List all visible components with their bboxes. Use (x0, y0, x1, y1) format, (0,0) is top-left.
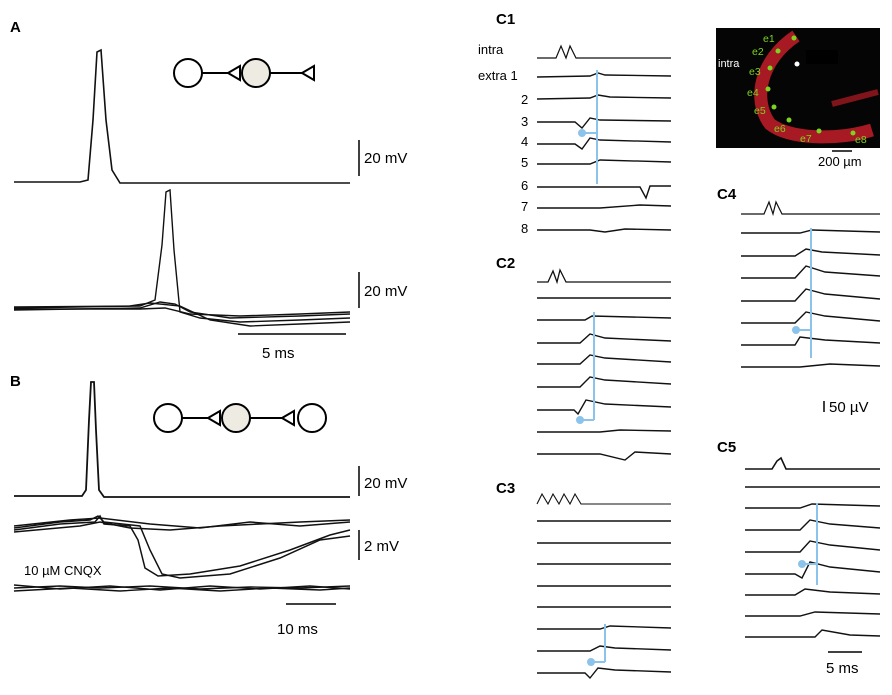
c4-intra-trace (741, 200, 880, 217)
c1-extra-traces (536, 72, 672, 233)
time-bar-a: 5 ms (238, 333, 346, 362)
row-label-3: 3 (521, 114, 528, 129)
time-label-b: 10 ms (277, 621, 318, 638)
electrode-label-e6: e6 (774, 123, 786, 135)
panel-a: A 20 mV 20 mV 5 ms (10, 19, 407, 362)
panel-c5: C5 5 ms (717, 439, 881, 677)
row-label-7: 7 (521, 199, 528, 214)
drug-label: 10 µM CNQX (24, 563, 102, 578)
c2-marker (576, 312, 595, 424)
scale-bar-a-top: 20 mV (358, 140, 407, 176)
c3-marker (587, 624, 606, 666)
electrode-label-e3: e3 (749, 66, 761, 78)
scale-label-a-top: 20 mV (364, 150, 407, 167)
row-label-8: 8 (521, 221, 528, 236)
row-label-2: 2 (521, 92, 528, 107)
scale-label-a-bottom: 20 mV (364, 283, 407, 300)
panel-c4: C4 50 µV (717, 186, 881, 416)
trace-a-presynaptic (14, 48, 350, 184)
schematic-a (173, 58, 315, 88)
row-label-intra: intra (478, 42, 504, 57)
scale-bar-a-bottom: 20 mV (358, 272, 407, 308)
electrode-label-e7: e7 (800, 133, 812, 145)
micrograph-intra-label: intra (718, 58, 740, 70)
panel-c2: C2 (496, 255, 672, 461)
micrograph: e1 e2 e3 e4 e5 e6 e7 e8 intra 200 µm (716, 28, 880, 169)
c5-marker (798, 503, 818, 585)
electrode-label-e8: e8 (855, 134, 867, 146)
c5-intra-trace (745, 456, 880, 470)
c2-extra-traces (537, 297, 672, 461)
c1-intra-trace (537, 44, 671, 60)
electrode-label-e1: e1 (763, 33, 775, 45)
c4-marker (792, 228, 812, 358)
panel-label-c1: C1 (496, 11, 515, 28)
trace-b-presynaptic (14, 381, 350, 498)
row-label-4: 4 (521, 134, 528, 149)
panel-label-c2: C2 (496, 255, 515, 272)
c5-time-scale-label: 5 ms (826, 660, 859, 677)
scale-label-b-bottom: 2 mV (364, 538, 399, 555)
panel-label-c3: C3 (496, 480, 515, 497)
electrode-label-e4: e4 (747, 87, 759, 99)
c2-intra-trace (537, 268, 671, 285)
traces-b-cnqx (13, 584, 351, 592)
micrograph-scale-label: 200 µm (818, 154, 862, 169)
c3-extra-traces (537, 520, 672, 680)
panel-label-b: B (10, 373, 21, 390)
panel-c1: C1 intra extra 1 2 3 4 5 6 7 8 (478, 11, 672, 236)
c3-intra-trace (536, 492, 671, 506)
panel-c3: C3 (496, 480, 672, 680)
c4-amp-scale-label: 50 µV (829, 399, 869, 416)
row-label-6: 6 (521, 178, 528, 193)
panel-label-c4: C4 (717, 186, 737, 203)
intra-dot (794, 61, 800, 67)
electrode-label-e2: e2 (752, 46, 764, 58)
scale-bar-b-top: 20 mV (358, 466, 407, 496)
row-label-extra1: extra 1 (478, 68, 518, 83)
c4-extra-traces (741, 229, 881, 368)
c5-extra-traces (745, 486, 881, 638)
electrode-label-e5: e5 (754, 105, 766, 117)
row-label-5: 5 (521, 155, 528, 170)
traces-a-postsynaptic (13, 188, 351, 327)
scale-bar-b-bottom: 2 mV (358, 530, 399, 560)
panel-b: B 10 µM CNQX 20 mV 2 m (10, 373, 407, 638)
scale-label-b-top: 20 mV (364, 475, 407, 492)
c4-amp-scale: 50 µV (823, 399, 869, 416)
c1-marker (578, 70, 598, 184)
time-bar-b: 10 ms (277, 603, 336, 638)
c5-time-scale: 5 ms (826, 651, 862, 677)
traces-b-postsynaptic (13, 514, 351, 579)
schematic-b (153, 403, 327, 433)
panel-label-c5: C5 (717, 439, 736, 456)
time-label-a: 5 ms (262, 345, 295, 362)
electrode-dots (765, 35, 856, 136)
panel-label-a: A (10, 19, 21, 36)
